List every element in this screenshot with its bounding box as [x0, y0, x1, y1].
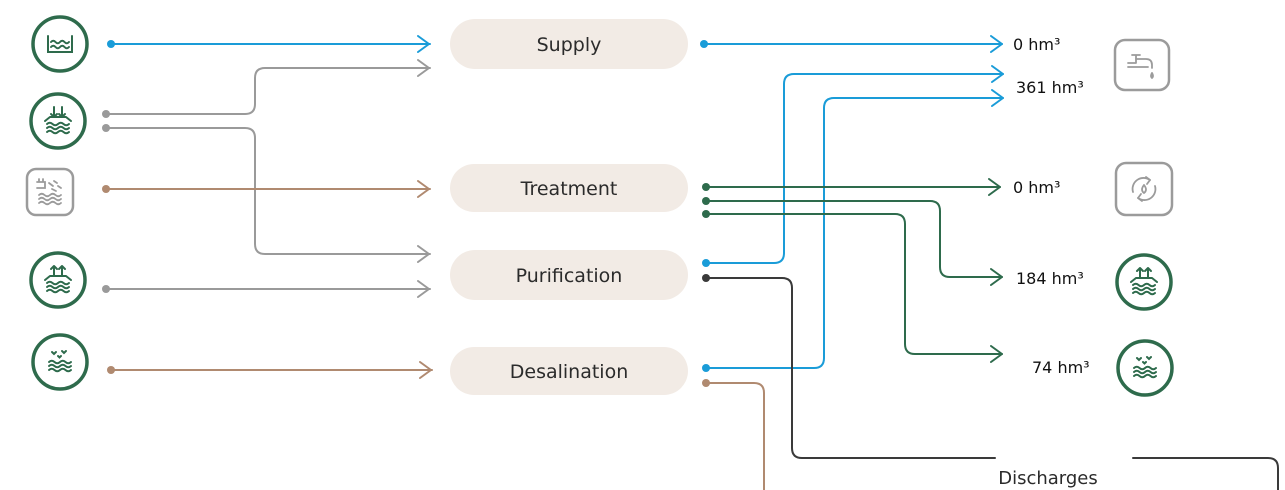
output-value-361: 361 hm³: [1016, 78, 1084, 97]
process-supply: Supply: [450, 19, 688, 69]
arrowhead: [417, 180, 430, 198]
arrowhead: [417, 59, 430, 77]
flow-start-dot: [702, 197, 710, 205]
seawater-icon: [31, 333, 89, 391]
process-label-desalination: Desalination: [510, 361, 629, 383]
flow-start-dot: [107, 366, 115, 374]
arrowhead: [417, 280, 430, 298]
discharges-bracket-right: [1132, 457, 1279, 490]
arrowhead: [990, 268, 1003, 286]
flow-start-dot: [102, 124, 110, 132]
flow-recharge-to-supply: [105, 67, 431, 115]
arrowhead: [419, 361, 432, 379]
process-label-supply: Supply: [537, 34, 602, 56]
output-value-184: 184 hm³: [1016, 269, 1084, 288]
flow-start-dot: [702, 183, 710, 191]
flow-recharge-to-purification: [105, 127, 431, 255]
flow-start-dot: [107, 40, 115, 48]
flow-purification-to-361: [705, 73, 1004, 264]
flow-start-dot: [702, 364, 710, 372]
flow-start-dot: [102, 185, 110, 193]
groundwater-extraction-icon: [1115, 253, 1173, 311]
tap-icon: [1113, 38, 1171, 92]
arrowhead: [988, 178, 1001, 196]
arrowhead: [991, 89, 1004, 107]
output-value-supply: 0 hm³: [1013, 35, 1060, 54]
arrowhead: [417, 35, 430, 53]
output-value-74: 74 hm³: [1032, 358, 1090, 377]
arrowhead: [417, 245, 430, 263]
process-treatment: Treatment: [450, 164, 688, 212]
water-recycle-icon: [1114, 161, 1174, 217]
flow-start-dot: [702, 379, 710, 387]
flow-start-dot: [702, 259, 710, 267]
groundwater-extraction-icon: [29, 251, 87, 309]
flow-desalination-to-361: [705, 97, 1004, 369]
flow-start-dot: [702, 274, 710, 282]
flow-start-dot: [102, 110, 110, 118]
flow-start-dot: [702, 210, 710, 218]
arrowhead: [991, 65, 1004, 83]
seawater-icon: [1116, 339, 1174, 397]
process-desalination: Desalination: [450, 347, 688, 395]
output-value-reuse: 0 hm³: [1013, 178, 1060, 197]
process-purification: Purification: [450, 250, 688, 300]
process-label-purification: Purification: [516, 265, 623, 287]
flow-treatment-to-74: [705, 213, 1003, 355]
flow-desalination-to-discharges: [705, 382, 765, 490]
surface-water-icon: [31, 15, 89, 73]
flow-start-dot: [102, 285, 110, 293]
wastewater-icon: [25, 167, 75, 217]
groundwater-recharge-icon: [29, 92, 87, 150]
flow-start-dot: [700, 40, 708, 48]
flow-treatment-to-184: [705, 200, 1003, 278]
arrowhead: [990, 35, 1003, 53]
discharges-label: Discharges: [998, 468, 1098, 489]
process-label-treatment: Treatment: [520, 178, 618, 200]
arrowhead: [990, 345, 1003, 363]
flow-purification-to-discharges: [705, 277, 996, 459]
